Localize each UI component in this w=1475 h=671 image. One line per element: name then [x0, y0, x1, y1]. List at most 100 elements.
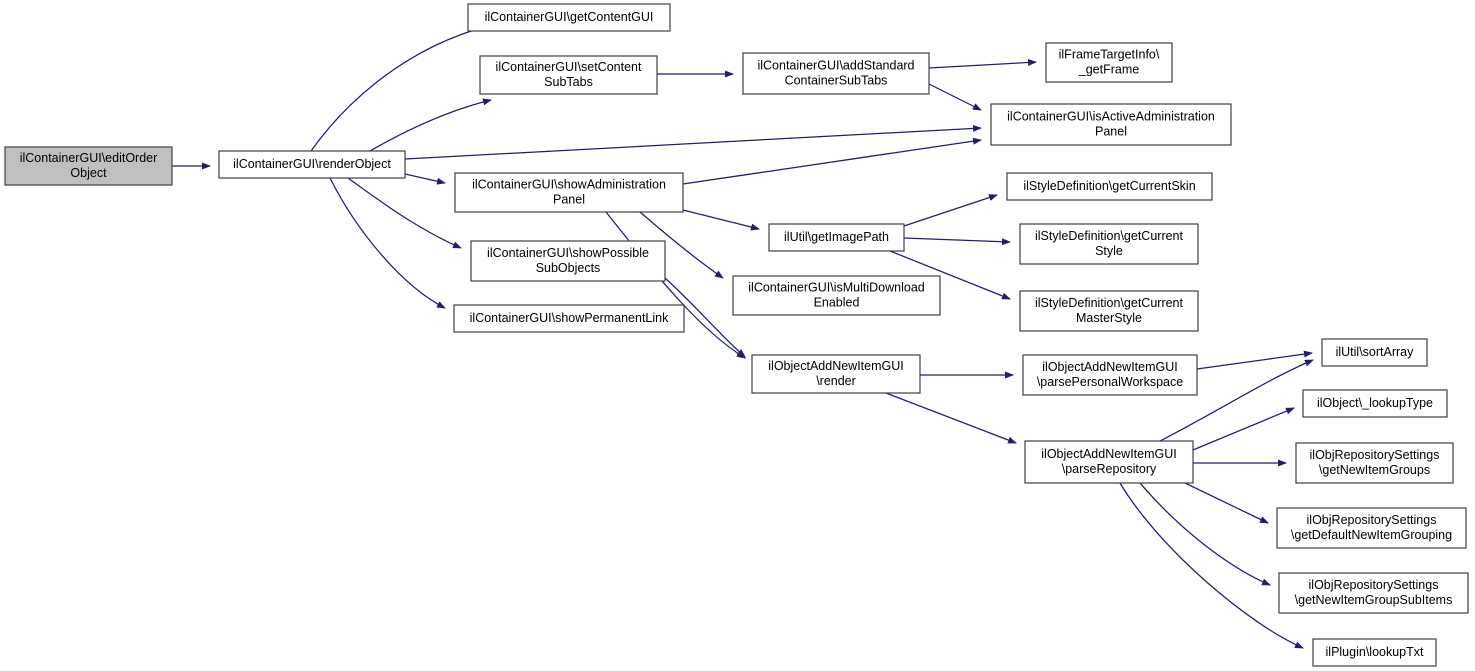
edge-showAdministrationPanel-to-isActiveAdministrationPanel [682, 137, 982, 185]
node-box-getCurrentStyle[interactable] [1019, 223, 1199, 265]
edge-parseRepository-to-lookupType [1192, 407, 1295, 451]
edge-parseRepository-to-getDefaultNewItemGrouping [1184, 482, 1269, 524]
node-label-lookupType-line0: ilObject\_lookupType [1317, 396, 1433, 410]
edge-parseRepository-to-sortArray [1159, 359, 1314, 442]
node-label-isActiveAdministrationPanel-line1: Panel [1095, 124, 1127, 138]
node-box-getNewItemGroupSubItems[interactable] [1278, 572, 1469, 614]
node-getDefaultNewItemGrouping[interactable]: ilObjRepositorySettings\getDefaultNewIte… [1276, 507, 1467, 549]
node-label-sortArray-line0: ilUtil\sortArray [1336, 345, 1415, 359]
node-box-renderObject[interactable] [218, 150, 406, 179]
node-renderObject[interactable]: ilContainerGUI\renderObject [218, 150, 406, 179]
node-box-lookupTxt[interactable] [1312, 638, 1437, 667]
node-label-getDefaultNewItemGrouping-line0: ilObjRepositorySettings [1307, 513, 1437, 527]
node-box-showPossibleSubObjects[interactable] [470, 240, 666, 282]
node-label-showPossibleSubObjects-line1: SubObjects [536, 261, 601, 275]
node-box-getImagePath[interactable] [768, 223, 905, 252]
node-label-lookupTxt-line0: ilPlugin\lookupTxt [1326, 645, 1424, 659]
node-parseRepository[interactable]: ilObjectAddNewItemGUI\parseRepository [1024, 440, 1194, 484]
node-getFrame[interactable]: ilFrameTargetInfo\_getFrame [1045, 42, 1173, 83]
node-isActiveAdministrationPanel[interactable]: ilContainerGUI\isActiveAdministrationPan… [990, 103, 1232, 146]
node-box-getNewItemGroups[interactable] [1295, 442, 1454, 484]
edge-renderObject-to-isActiveAdministrationPanel [404, 124, 982, 160]
edges-layer [172, 23, 1314, 649]
node-lookupTxt[interactable]: ilPlugin\lookupTxt [1312, 638, 1437, 667]
node-showPermanentLink[interactable]: ilContainerGUI\showPermanentLink [453, 304, 685, 333]
node-box-sortArray[interactable] [1321, 338, 1428, 367]
node-label-getNewItemGroupSubItems-line1: \getNewItemGroupSubItems [1295, 593, 1453, 607]
edge-showAdministrationPanel-to-addNewItemRender [605, 211, 746, 359]
node-box-isMultiDownloadEnabled[interactable] [732, 275, 941, 316]
node-box-getDefaultNewItemGrouping[interactable] [1276, 507, 1467, 549]
node-label-getDefaultNewItemGrouping-line1: \getDefaultNewItemGrouping [1291, 528, 1452, 542]
node-getImagePath[interactable]: ilUtil\getImagePath [768, 223, 905, 252]
node-box-parseRepository[interactable] [1024, 440, 1194, 484]
edge-getImagePath-to-getCurrentStyle [903, 237, 1011, 246]
node-label-showAdministrationPanel-line1: Panel [553, 192, 585, 206]
node-label-getImagePath-line0: ilUtil\getImagePath [784, 230, 889, 244]
node-label-parseRepository-line0: ilObjectAddNewItemGUI [1041, 447, 1176, 461]
node-box-setContentSubTabs[interactable] [479, 55, 658, 95]
edge-renderObject-to-showPermanentLink [329, 177, 446, 309]
node-box-parsePersonalWorkspace[interactable] [1022, 354, 1198, 396]
edge-parsePersonalWorkspace-to-sortArray [1196, 350, 1313, 370]
node-label-getCurrentMasterStyle-line1: MasterStyle [1076, 311, 1142, 325]
node-label-showAdministrationPanel-line0: ilContainerGUI\showAdministration [472, 177, 666, 191]
node-label-getNewItemGroupSubItems-line0: ilObjRepositorySettings [1309, 578, 1439, 592]
node-label-getCurrentMasterStyle-line0: ilStyleDefinition\getCurrent [1035, 296, 1184, 310]
node-label-showPossibleSubObjects-line0: ilContainerGUI\showPossible [487, 246, 649, 260]
node-box-getCurrentMasterStyle[interactable] [1019, 290, 1199, 332]
node-label-getFrame-line1: _getFrame [1078, 62, 1139, 76]
node-label-isMultiDownloadEnabled-line1: Enabled [814, 295, 860, 309]
edge-addStandardContainerSubTabs-to-getFrame [928, 58, 1037, 69]
node-box-getContentGUI[interactable] [467, 3, 671, 32]
node-label-parsePersonalWorkspace-line1: \parsePersonalWorkspace [1037, 375, 1183, 389]
node-label-showPermanentLink-line0: ilContainerGUI\showPermanentLink [470, 311, 669, 325]
node-box-lookupType[interactable] [1302, 389, 1448, 418]
node-getContentGUI[interactable]: ilContainerGUI\getContentGUI [467, 3, 671, 32]
node-label-addNewItemRender-line1: \render [816, 374, 856, 388]
node-addStandardContainerSubTabs[interactable]: ilContainerGUI\addStandardContainerSubTa… [742, 52, 930, 95]
node-box-addStandardContainerSubTabs[interactable] [742, 52, 930, 95]
node-sortArray[interactable]: ilUtil\sortArray [1321, 338, 1428, 367]
node-addNewItemRender[interactable]: ilObjectAddNewItemGUI\render [751, 354, 921, 394]
node-box-isActiveAdministrationPanel[interactable] [990, 103, 1232, 146]
edge-parseRepository-to-lookupTxt [1119, 482, 1304, 649]
node-box-editOrderObject[interactable] [4, 146, 173, 186]
node-label-setContentSubTabs-line1: SubTabs [544, 75, 593, 89]
node-box-getFrame[interactable] [1045, 42, 1173, 83]
edge-getImagePath-to-getCurrentMasterStyle [889, 250, 1011, 300]
edge-showPossibleSubObjects-to-addNewItemRender [664, 277, 746, 358]
node-parsePersonalWorkspace[interactable]: ilObjectAddNewItemGUI\parsePersonalWorks… [1022, 354, 1198, 396]
edge-showAdministrationPanel-to-isMultiDownloadEnabled [639, 211, 724, 279]
edge-addNewItemRender-to-parseRepository [885, 392, 1017, 444]
node-box-getCurrentSkin[interactable] [1006, 172, 1213, 201]
node-getCurrentSkin[interactable]: ilStyleDefinition\getCurrentSkin [1006, 172, 1213, 201]
node-label-addNewItemRender-line0: ilObjectAddNewItemGUI [768, 359, 903, 373]
edge-showAdministrationPanel-to-getImagePath [682, 209, 760, 231]
node-getNewItemGroupSubItems[interactable]: ilObjRepositorySettings\getNewItemGroupS… [1278, 572, 1469, 614]
node-label-setContentSubTabs-line0: ilContainerGUI\setContent [496, 60, 642, 74]
node-lookupType[interactable]: ilObject\_lookupType [1302, 389, 1448, 418]
node-getNewItemGroups[interactable]: ilObjRepositorySettings\getNewItemGroups [1295, 442, 1454, 484]
node-label-parseRepository-line1: \parseRepository [1062, 462, 1157, 476]
edge-renderObject-to-setContentSubTabs [369, 98, 492, 152]
node-box-addNewItemRender[interactable] [751, 354, 921, 394]
node-box-showAdministrationPanel[interactable] [454, 172, 684, 213]
node-box-showPermanentLink[interactable] [453, 304, 685, 333]
node-label-addStandardContainerSubTabs-line0: ilContainerGUI\addStandard [757, 58, 914, 72]
node-label-isMultiDownloadEnabled-line0: ilContainerGUI\isMultiDownload [748, 280, 925, 294]
node-label-getNewItemGroups-line1: \getNewItemGroups [1319, 463, 1430, 477]
node-label-getCurrentSkin-line0: ilStyleDefinition\getCurrentSkin [1023, 179, 1195, 193]
node-label-editOrderObject-line1: Object [70, 166, 107, 180]
node-label-getCurrentStyle-line1: Style [1095, 244, 1123, 258]
edge-getImagePath-to-getCurrentSkin [903, 194, 998, 227]
